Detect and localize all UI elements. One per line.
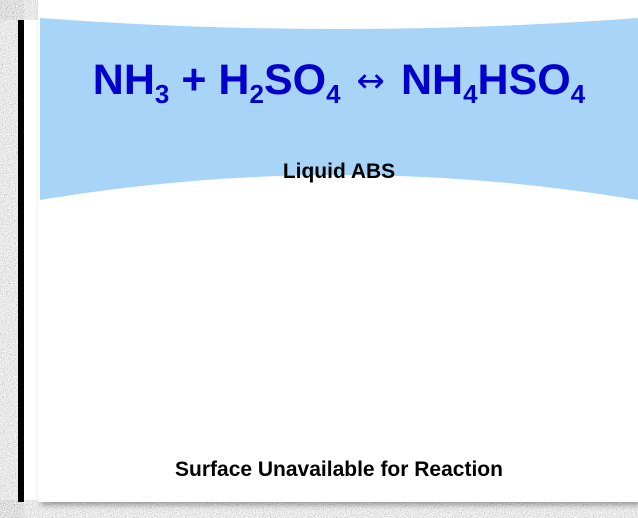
plus-sign: + bbox=[181, 56, 207, 104]
surface-unavailable-label: Surface Unavailable for Reaction bbox=[175, 458, 503, 481]
product-abs: NH4HSO4 bbox=[400, 56, 586, 109]
reaction-equation: NH3 + H2SO4 ↔ NH4HSO4 bbox=[40, 50, 638, 110]
liquid-abs-fill bbox=[40, 18, 638, 200]
substrate-top-left bbox=[0, 0, 40, 20]
liquid-abs-label: Liquid ABS bbox=[282, 160, 396, 183]
equilibrium-arrow-icon: ↔ bbox=[356, 61, 386, 101]
reactant-ammonia: NH3 bbox=[92, 56, 170, 109]
reactant-sulfuric-acid: H2SO4 bbox=[218, 56, 341, 109]
pore-wall bbox=[18, 20, 24, 502]
substrate-bottom bbox=[0, 500, 638, 518]
